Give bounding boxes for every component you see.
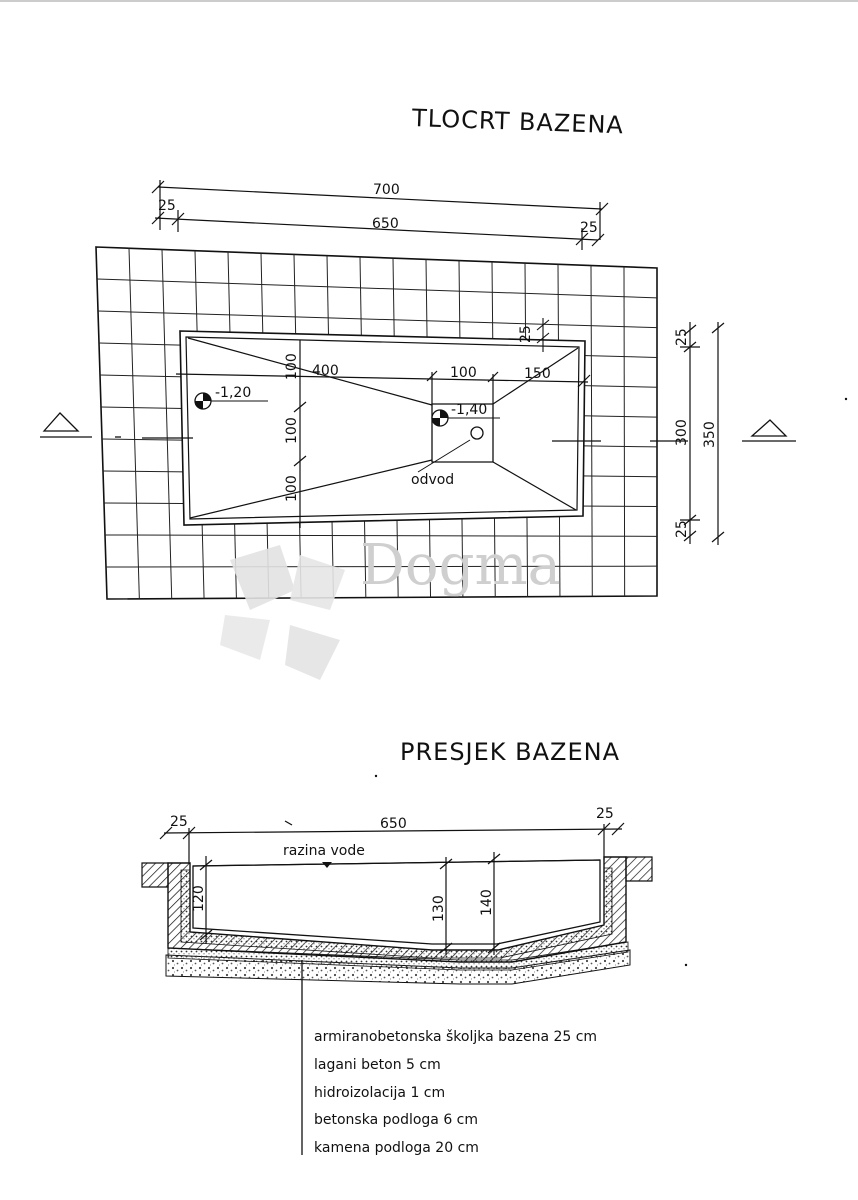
section-dimension-650-label: 650 xyxy=(380,816,407,832)
dimension-vertical-right xyxy=(680,322,724,545)
tile-deck xyxy=(96,247,657,599)
dimension-r25-top-label: 25 xyxy=(674,328,690,346)
layer-note-2: lagani beton 5 cm xyxy=(314,1057,441,1073)
dimension-r25-bottom-label: 25 xyxy=(674,520,690,538)
tile-grid-line xyxy=(106,566,657,567)
section-dimension-650 xyxy=(160,821,624,864)
speck-mark xyxy=(374,774,378,778)
floor-slope-lines xyxy=(188,338,578,518)
level-marker-deep-icon xyxy=(432,410,500,426)
dimension-700-label: 700 xyxy=(373,182,400,198)
deep-sump xyxy=(432,404,493,462)
layer-note-1: armiranobetonska školjka bazena 25 cm xyxy=(314,1029,597,1045)
tile-grid-line xyxy=(97,279,657,298)
coping-right xyxy=(626,857,652,881)
water-level-line xyxy=(193,860,600,866)
section-dimension-verticals xyxy=(200,852,500,955)
dimension-25-right-label: 25 xyxy=(580,220,598,236)
level-marker-shallow-icon xyxy=(195,393,268,409)
section-dimension-140-label: 140 xyxy=(479,889,495,916)
dimension-v100c-label: 100 xyxy=(284,475,300,502)
section-dimension-130-label: 130 xyxy=(431,895,447,922)
pool-water-area xyxy=(193,860,600,944)
tile-grid-line xyxy=(591,266,592,597)
section-dimension-25-left-label: 25 xyxy=(170,814,188,830)
speck-mark xyxy=(844,397,848,401)
dimension-25-left-label: 25 xyxy=(158,198,176,214)
lightweight-concrete-layer xyxy=(181,868,612,958)
section-marker-left-icon xyxy=(40,413,92,437)
dimension-vertical-100s xyxy=(294,340,306,528)
section-dimension-25-right-label: 25 xyxy=(596,806,614,822)
dimension-700 xyxy=(152,180,608,240)
section-marker-right-icon xyxy=(742,420,796,441)
section-cut-line xyxy=(115,437,688,441)
dimension-r300-label: 300 xyxy=(674,419,690,446)
layer-note-3: hidroizolacija 1 cm xyxy=(314,1085,445,1101)
level-shallow-label: -1,20 xyxy=(215,385,251,401)
dimension-650-label: 650 xyxy=(372,216,399,232)
section-dimension-120-label: 120 xyxy=(191,885,207,912)
drain-leader xyxy=(418,440,470,472)
dimension-650 xyxy=(152,210,604,250)
dimension-150-label: 150 xyxy=(524,366,551,382)
dimension-100-top-label: 100 xyxy=(450,365,477,381)
tile-grid-line xyxy=(624,267,625,596)
tile-grid-line xyxy=(105,535,657,536)
tile-grid-line xyxy=(162,249,172,598)
dimension-v100a-label: 100 xyxy=(284,353,300,380)
pool-basin-inner xyxy=(186,337,579,519)
tile-grid-line xyxy=(129,248,139,599)
level-deep-label: -1,40 xyxy=(451,402,487,418)
dimension-25-corner-label: 25 xyxy=(518,325,534,343)
layer-note-5: kamena podloga 20 cm xyxy=(314,1140,479,1156)
speck-mark xyxy=(684,963,688,967)
watermark-text: Dogma xyxy=(360,533,561,598)
dimension-v100b-label: 100 xyxy=(284,417,300,444)
drain-icon xyxy=(471,427,483,439)
water-level-icon xyxy=(322,862,332,868)
dimension-r350-label: 350 xyxy=(702,421,718,448)
water-level-label: razina vode xyxy=(283,843,365,859)
dimension-25-corner xyxy=(537,318,549,352)
dimension-400-label: 400 xyxy=(312,363,339,379)
tile-grid-line xyxy=(98,311,657,328)
section-title: PRESJEK BAZENA xyxy=(400,738,620,766)
drain-label: odvod xyxy=(411,472,454,488)
watermark-logo xyxy=(220,545,345,680)
plan-title: TLOCRT BAZENA xyxy=(411,104,625,139)
pool-basin xyxy=(180,331,585,525)
coping-left xyxy=(142,863,168,887)
layer-note-4: betonska podloga 6 cm xyxy=(314,1112,478,1128)
dimension-400-100-150 xyxy=(176,371,590,404)
